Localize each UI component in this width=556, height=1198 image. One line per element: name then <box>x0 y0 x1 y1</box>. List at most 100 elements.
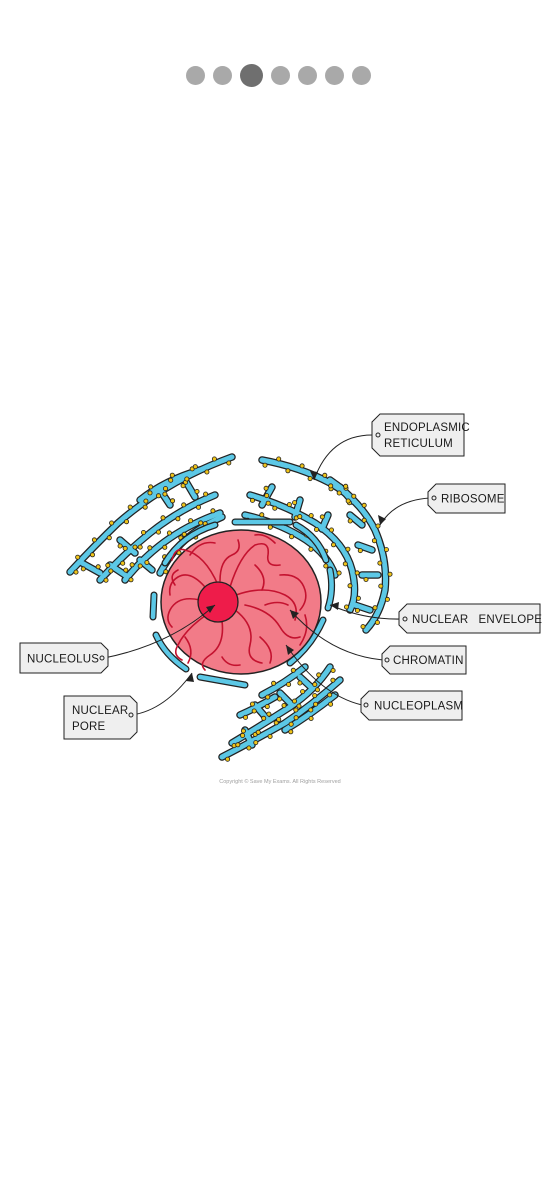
ribosome-dot <box>264 493 270 499</box>
page-dot-6[interactable] <box>324 65 344 85</box>
ribosome-dot <box>246 745 252 751</box>
ribosome-dot <box>289 534 295 540</box>
ribosome-dot <box>375 523 381 529</box>
ribosome-dot <box>175 516 181 522</box>
page-dot-2[interactable] <box>212 65 232 85</box>
label-ribosome-text: RIBOSOME <box>441 494 505 506</box>
ribosome-dot <box>312 693 318 699</box>
ribosome-dot <box>330 667 336 673</box>
ribosome-dot <box>345 498 351 504</box>
nuclear-envelope <box>149 518 336 689</box>
page-dot-7[interactable] <box>351 65 371 85</box>
er-cisterna <box>282 692 338 733</box>
er-cisterna <box>79 560 103 576</box>
label-nuclear-pore-line1: NUCLEAR <box>72 705 128 717</box>
ribosome-dot <box>142 504 148 510</box>
nucleus-diagram: ENDOPLASMIC RETICULUM RIBOSOME NUCLEAR E… <box>0 405 556 795</box>
label-er-line2: RETICULUM <box>384 438 453 450</box>
ribosome-dot <box>363 576 369 582</box>
ribosome-dot <box>271 680 277 686</box>
page-dot-4[interactable] <box>270 65 290 85</box>
ribosome-dot <box>240 728 246 734</box>
ribosome-dot <box>106 535 112 541</box>
ribosome-dot <box>180 483 186 489</box>
ribosome-dot <box>297 680 303 686</box>
ribosome-dot <box>184 476 190 482</box>
ribosome-dot <box>267 524 273 530</box>
ribosome-dot <box>354 570 360 576</box>
er-cisterna <box>292 497 303 520</box>
ribosome-dot <box>296 703 302 709</box>
chromatin-strand <box>244 604 301 639</box>
ribosome-dot <box>132 544 138 550</box>
chromatin-strand <box>235 589 298 621</box>
ribosome-dot <box>276 456 282 462</box>
ribosome-dot <box>162 491 168 497</box>
ribosome-dot <box>262 462 268 468</box>
ribosome-dot <box>322 472 328 478</box>
ribosome-dot <box>316 672 322 678</box>
er-cisterna <box>242 727 255 748</box>
er-cisterna <box>352 602 373 613</box>
ribosome-dot <box>290 667 296 673</box>
ribosome-dot <box>345 546 351 552</box>
ribosome-dot <box>155 493 161 499</box>
ribosome-dot <box>293 707 299 713</box>
ribosome-dot <box>328 701 334 707</box>
ribosome-dot <box>343 483 349 489</box>
er-cisterna <box>297 674 315 691</box>
arrowheads <box>186 471 386 682</box>
ribosome-dot <box>181 502 187 508</box>
ribosome-dot <box>328 483 334 489</box>
chromatin-strand <box>229 542 281 588</box>
ribosome-dot <box>330 542 336 548</box>
ribosome-dot <box>354 607 360 613</box>
ribosome-dot <box>162 486 168 492</box>
page-dot-5[interactable] <box>297 65 317 85</box>
ribosome-dot <box>308 546 314 552</box>
ribosome-dot <box>313 527 319 533</box>
ribosome-dot <box>343 604 349 610</box>
ribosome-dot <box>336 490 342 496</box>
ribosome-dot <box>347 583 353 589</box>
ribosome-dot <box>249 497 255 503</box>
ribosome-dot <box>109 520 115 526</box>
ribosome-dot <box>251 708 257 714</box>
ribosome-dot <box>122 545 128 551</box>
ribosome-dot <box>387 571 393 577</box>
page-dot-1[interactable] <box>185 65 205 85</box>
ribosome-dot <box>327 692 333 698</box>
chromatin-strand <box>264 601 289 606</box>
ribosome-dot <box>103 577 109 583</box>
er-cisterna <box>107 562 128 578</box>
ribosome-dot <box>273 720 279 726</box>
ribosome-dot <box>147 545 153 551</box>
ribosome-dot <box>383 547 389 553</box>
page-dot-3[interactable] <box>239 63 263 87</box>
er-cisterna <box>67 454 235 575</box>
ribosome-dot <box>170 498 176 504</box>
ribosome-dot <box>203 491 209 497</box>
ribosome-dot <box>288 721 294 727</box>
ribosome-dot <box>263 485 269 491</box>
er-cisterna <box>319 512 331 532</box>
ribosome-dot <box>266 711 272 717</box>
ribosome-dot <box>328 527 334 533</box>
ribosome-dot <box>169 472 175 478</box>
chromatin-strand <box>259 636 273 664</box>
chromatin-strand <box>221 656 241 667</box>
er-cisterna <box>247 492 358 613</box>
er-cisterna <box>97 492 218 583</box>
ribosome-dot <box>361 517 367 523</box>
ribosome-dot <box>192 464 198 470</box>
chromatin-strand <box>171 548 219 586</box>
ribosome-dot <box>371 538 377 544</box>
ribosome-dot <box>129 562 135 568</box>
ribosome-dot <box>155 529 161 535</box>
ribosome-dot <box>195 504 201 510</box>
ribosome-dot <box>351 493 357 499</box>
ribosome-dot <box>384 596 390 602</box>
ribosome-dot <box>342 561 348 567</box>
ribosome-dot <box>240 732 246 738</box>
ribosome-dot <box>160 515 166 521</box>
